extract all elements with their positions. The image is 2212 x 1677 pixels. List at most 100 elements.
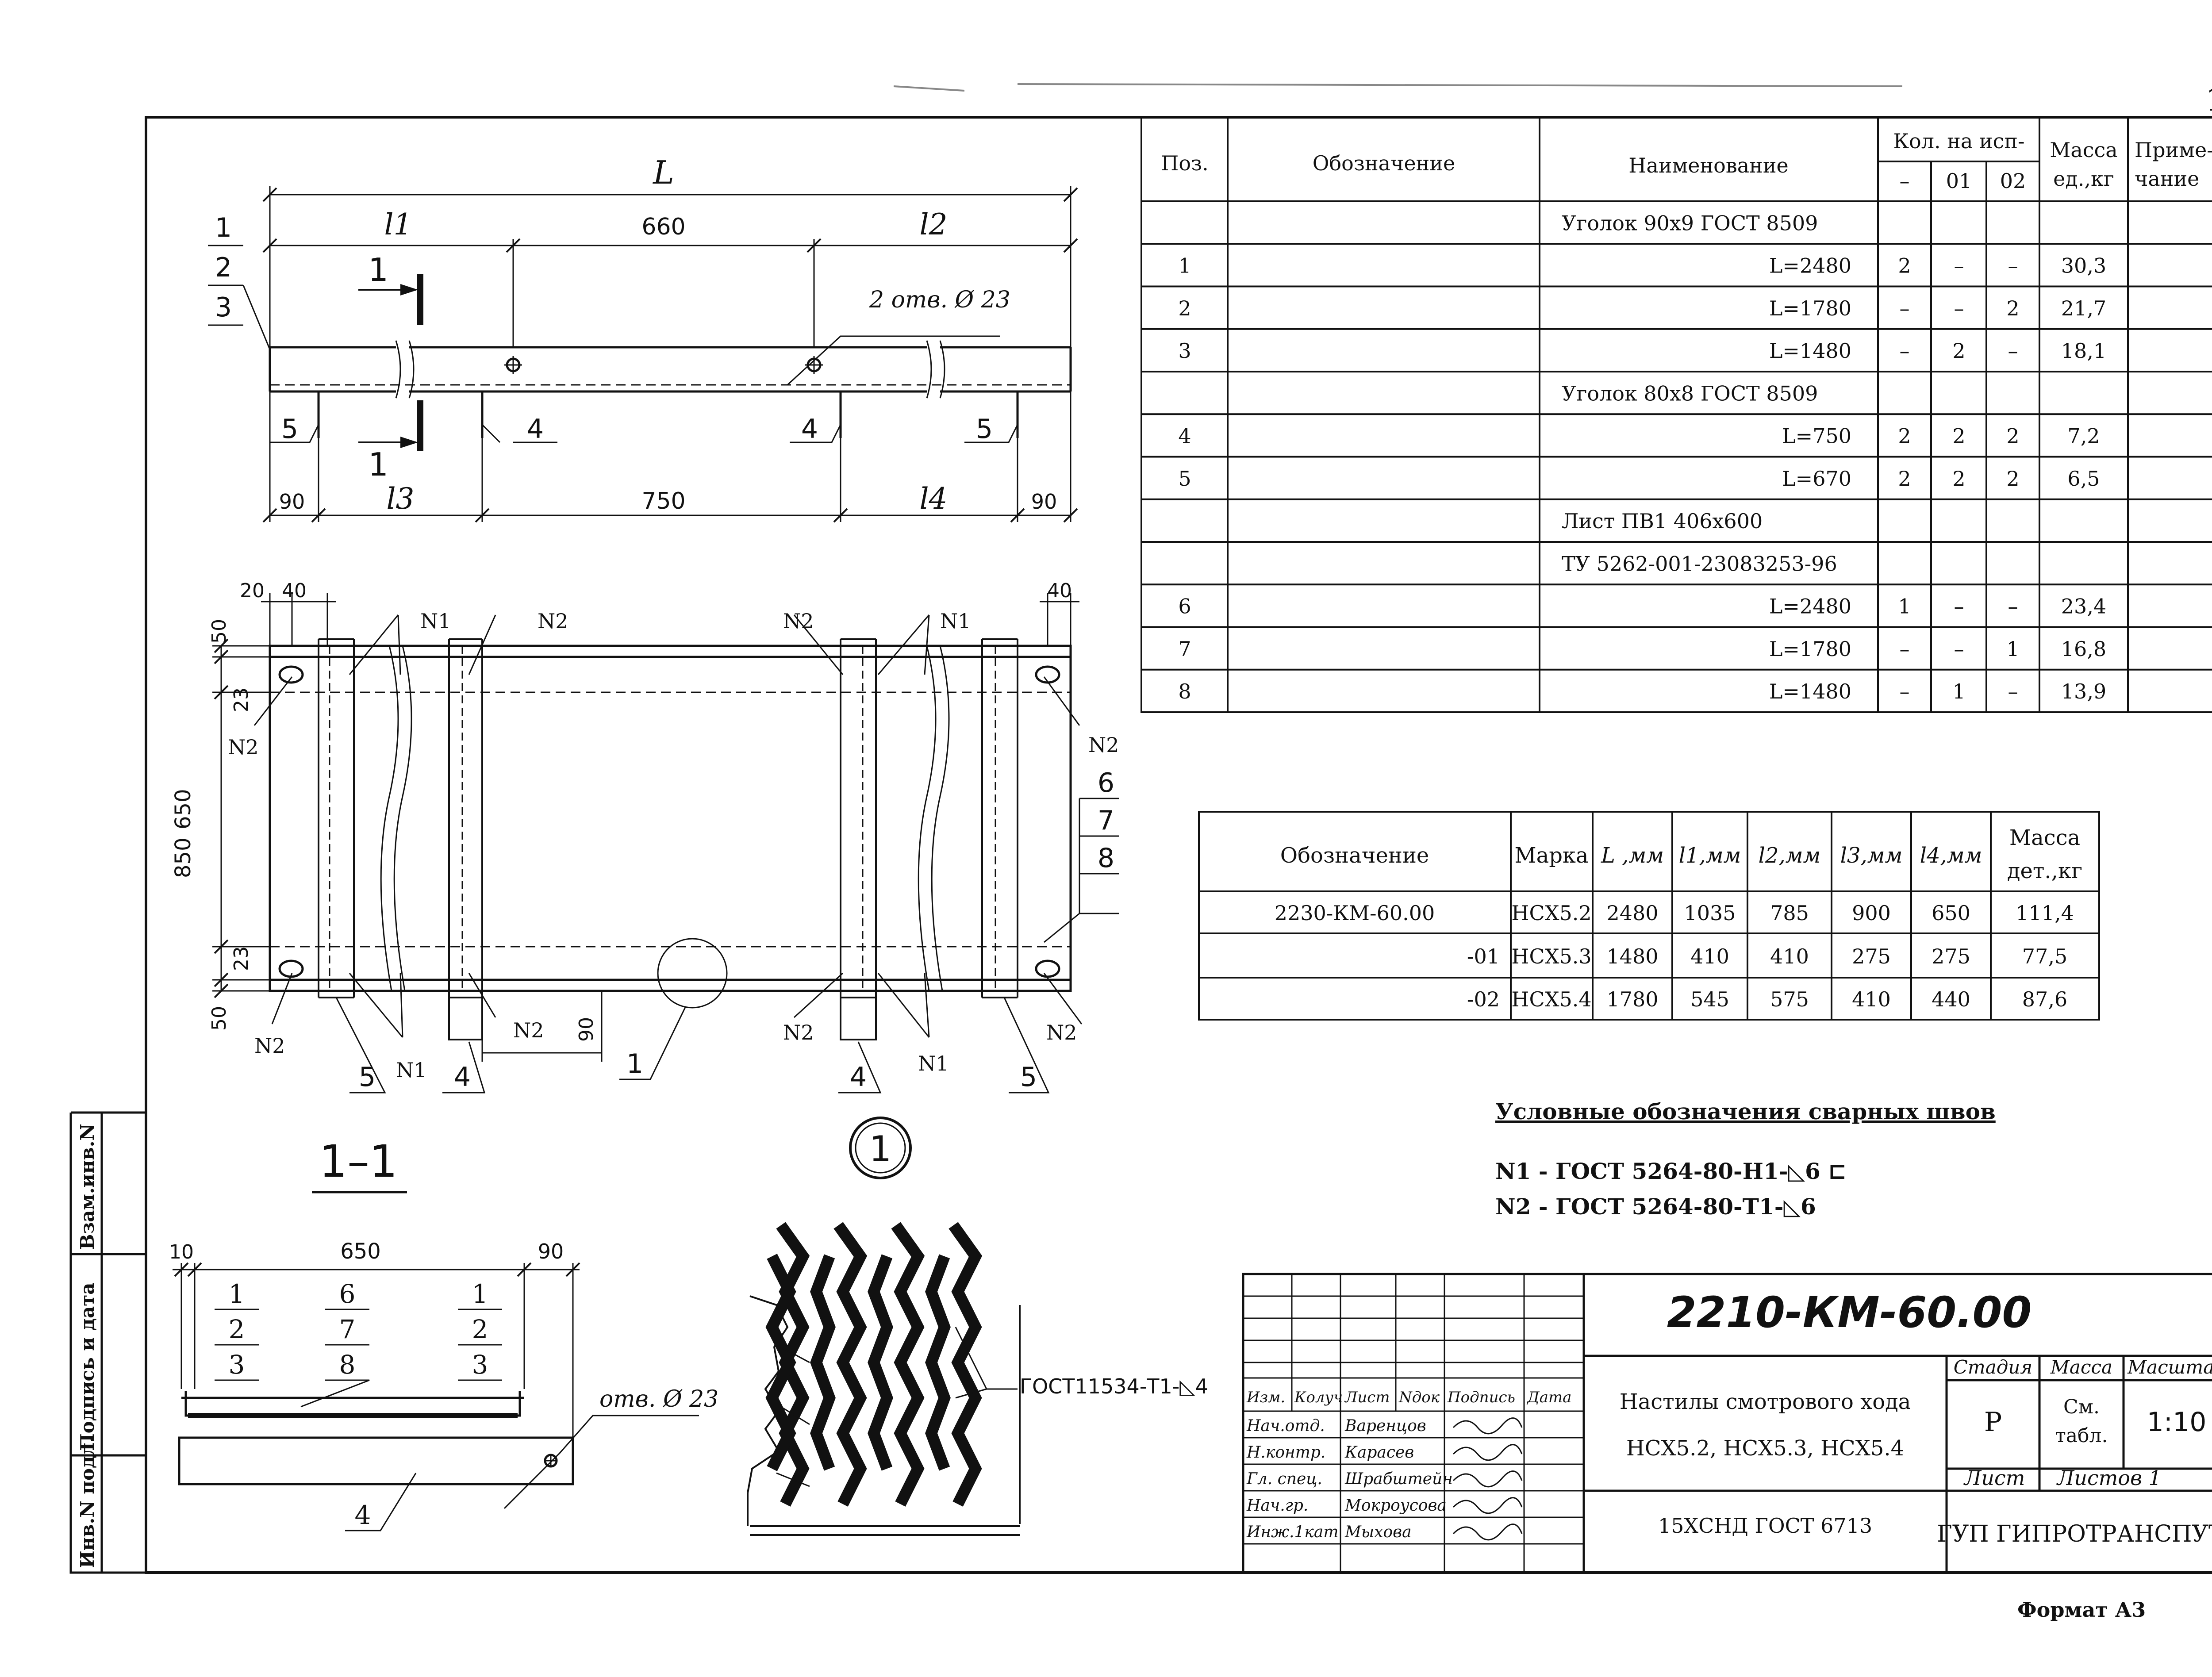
signature-row: Нач.гр.Мокроусова [1246,1497,1523,1515]
section-right-2: 2 [472,1314,488,1344]
binding-strip [69,1111,146,1574]
handwritten-signature [1452,1497,1523,1514]
spec-header-mass1: Масса [2050,138,2117,162]
spec-cell-qty: – [2008,595,2018,618]
spec-header-pos: Поз. [1161,151,1209,175]
dim-90-right: 90 [1031,490,1057,514]
handwritten-signature [1452,1417,1523,1435]
section-tag-4: 4 [355,1500,371,1530]
detail-outline [747,1295,1021,1536]
spec-header-qty-0: – [1900,169,1910,193]
section-left-2: 2 [229,1314,245,1344]
section-right-3: 3 [472,1350,488,1380]
spec-cell-qty: 2 [1898,254,1911,278]
variants-header-l4: l4,мм [1920,843,1982,868]
weld-n1: N1 [918,1051,949,1075]
weld-n2: N2 [538,609,568,633]
spec-cell-qty: – [1954,637,1964,661]
detail-view [747,1222,1021,1536]
detail-weld-callout: ГОСТ11534-Т1-◺4 [1020,1374,1208,1398]
dim-90-plan: 90 [575,1017,598,1042]
dim-l1: l1 [384,207,412,242]
dim-23-top: 23 [230,687,253,712]
dim-40-right: 40 [1047,579,1072,602]
dim-650-section: 650 [340,1239,381,1264]
weld-n2: N2 [513,1018,544,1042]
title-block [1242,1273,2212,1574]
dim-750: 750 [641,488,685,514]
spec-header-name: Наименование [1628,154,1788,177]
elevation-view [208,186,1078,523]
mass-label: Масса [2050,1356,2112,1378]
handwritten-signature [1452,1444,1523,1461]
weld-n2: N2 [783,1021,814,1044]
spec-row: ТУ 5262-001-23083253-96 [1562,552,1837,576]
spec-cell-qty: – [1900,637,1910,661]
spec-cell-qty: – [2008,339,2018,363]
stack-pos-3: 3 [215,292,232,323]
spec-cell-qty: 2 [1952,339,1965,363]
variant-cell: 650 [1932,901,1970,925]
variant-cell: 545 [1690,987,1729,1011]
variants-header-l1: l1,мм [1679,843,1741,868]
spec-cell-pos: 2 [1178,296,1191,320]
rev-header: Дата [1526,1389,1571,1406]
signature-name: Карасев [1344,1443,1414,1462]
tag-5-plan-left: 5 [359,1062,376,1093]
dim-90-section: 90 [538,1240,564,1263]
spec-cell-mass: 30,3 [2061,254,2106,278]
material: 15ХСНД ГОСТ 6713 [1658,1514,1872,1538]
scale-value: 1:10 [2147,1407,2207,1438]
dim-L: L [652,154,674,191]
detail-strands-b [765,1254,951,1471]
tag-4-plan-right: 4 [850,1062,867,1093]
stage-label: Стадия [1954,1356,2032,1378]
dim-20: 20 [240,579,265,602]
dim-850: 850 [171,837,196,878]
plan-view [212,593,1119,1094]
variant-cell: 410 [1770,944,1809,968]
dim-650: 650 [171,789,196,829]
signature-name: Варенцов [1344,1417,1426,1435]
variant-cell: 900 [1852,901,1891,925]
section-label: 1–1 [319,1136,397,1187]
spec-cell-mass: 6,5 [2067,467,2100,491]
variants-header-mass1: Масса [2009,825,2080,850]
tag-5-left: 5 [281,414,298,445]
spec-cell-pos: 8 [1178,679,1191,703]
variant-cell: 275 [1852,944,1891,968]
spec-cell-qty: – [1954,296,1964,320]
spec-cell-name: L=1780 [1769,637,1851,661]
stack-pos-1: 1 [215,212,232,243]
spec-cell-mass: 18,1 [2061,339,2106,363]
section-view [173,1262,699,1531]
weld-n1: N1 [396,1058,427,1082]
section-mid-7: 7 [339,1314,356,1344]
sheet-number: 19 [2205,81,2212,118]
variant-cell: 785 [1770,901,1809,925]
dim-l3: l3 [386,482,414,516]
stamp-inv: Инв.N подл. [77,1436,98,1568]
stack-pos-6: 6 [1098,768,1114,798]
variants-header-L: L ,мм [1601,843,1664,868]
spec-cell-qty: 2 [1952,467,1965,491]
variant-cell: 410 [1852,987,1891,1011]
variant-cell: 440 [1932,987,1970,1011]
variants-table [1198,811,2100,1021]
variant-cell: 410 [1690,944,1729,968]
signature-role: Нач.гр. [1246,1497,1308,1515]
tag-5-right: 5 [976,414,993,445]
spec-cell-qty: 2 [2006,467,2019,491]
section-mid-8: 8 [339,1350,356,1380]
spec-cell-qty: – [2008,254,2018,278]
spec-row: Лист ПВ1 406х600 [1562,509,1763,533]
stamp-sign: Подпись и дата [77,1283,98,1451]
